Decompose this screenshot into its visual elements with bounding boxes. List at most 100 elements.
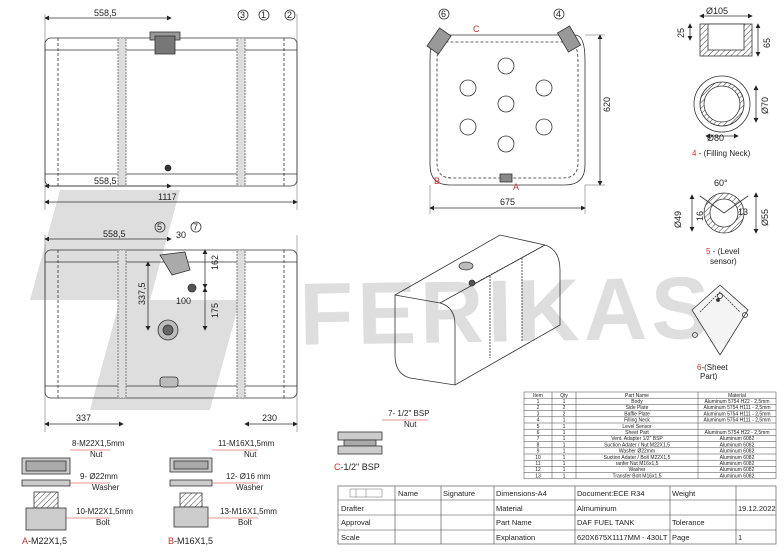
tb-page-value: 1 (738, 533, 742, 542)
parts-table-cell: 7 (537, 436, 540, 442)
sensor-caption-text: - (Level (710, 247, 739, 256)
neck-caption: 4 - (Filling Neck) (692, 149, 751, 158)
sheet-part-detail (691, 284, 749, 356)
neck-dim-d105: Ø105 (706, 6, 728, 16)
parts-table-cell: 1 (563, 436, 566, 442)
fit-b-caption-letter: B (168, 536, 174, 546)
parts-table-cell: Transfer Bolt M16x1,5 (612, 473, 661, 479)
fit-a-caption: A-M22X1,5 (22, 536, 67, 546)
tb-approval: Approval (341, 518, 371, 527)
parts-table-cell: Body (631, 399, 643, 405)
neck-caption-text: - (Filling Neck) (696, 149, 750, 158)
parts-table-cell: 9 (537, 449, 540, 455)
parts-table-cell: Aluminum 6082 (720, 442, 755, 448)
fitting-b (169, 449, 258, 528)
parts-table-cell: Washer (628, 467, 645, 473)
parts-table-cell: Sheet Part (625, 430, 649, 436)
parts-table-cell: Washer Ø22mm (619, 449, 655, 455)
bottom-view (44, 221, 298, 432)
parts-table-header: Material (728, 393, 746, 399)
bottom-dim-162: 162 (210, 255, 220, 270)
parts-table-cell: Aluminum 5754 H111 - 2,5mm (703, 405, 770, 411)
parts-table-cell: Aluminum 6082 (720, 436, 755, 442)
level-sensor-detail (689, 192, 759, 234)
tb-material-value: Almuminum (577, 504, 617, 513)
parts-table-cell: Level Sensor (622, 424, 652, 430)
bottom-marker-5: 5 (157, 222, 162, 232)
side-letter-b: B (434, 176, 440, 186)
bottom-dim-right: 230 (262, 413, 277, 423)
fit-a-washer-label: 9- Ø22mm (80, 472, 118, 481)
parts-table-cell: 1 (563, 399, 566, 405)
fit-a-caption-letter: A (22, 536, 28, 546)
bottom-dim-left: 337 (76, 413, 91, 423)
parts-table-cell: 1 (563, 473, 566, 479)
fit-b-caption-text: -M16X1,5 (174, 536, 213, 546)
parts-table-cell: 12 (535, 467, 541, 473)
front-view-outline (44, 37, 298, 187)
neck-dim-d70: Ø70 (760, 97, 770, 114)
fit-c-caption-letter: C (334, 462, 341, 472)
parts-table-cell: 1 (563, 461, 566, 467)
tb-scale: Scale (341, 533, 360, 542)
sensor-dim-d55: Ø55 (760, 209, 770, 226)
sensor-dim-13: 13 (738, 207, 748, 217)
tb-col-name: Name (398, 489, 418, 498)
sensor-caption-num: 5 (706, 247, 711, 256)
parts-table-cell: 1 (563, 467, 566, 473)
fit-b-bolt-sub: Bolt (238, 518, 253, 527)
sheet-caption: 6-(Sheet (697, 363, 728, 372)
parts-table-cell: Aluminum 5754 H22 - 2,5mm (704, 399, 769, 405)
parts-table-cell: Aluminum 5754 H111 - 2,5mm (703, 411, 770, 417)
fit-a-bolt-sub: Bolt (96, 518, 111, 527)
bottom-dim-top: 558,5 (103, 229, 126, 239)
watermark-text: FERIKAS (299, 258, 715, 364)
fitting-a (21, 449, 110, 531)
parts-table-cell: Suction Adater / Bolt M22X1,5 (604, 455, 671, 461)
neck-caption-num: 4 (692, 149, 697, 158)
tb-material-label: Material (496, 504, 523, 513)
fit-b-nut-label: 11-M16X1,5mm (218, 439, 275, 448)
parts-table-cell: 13 (535, 473, 541, 479)
fit-a-nut-sub: Nut (90, 450, 103, 459)
bottom-marker-7: 7 (193, 222, 198, 232)
parts-table-cell: 1 (563, 442, 566, 448)
neck-dim-25: 25 (676, 28, 686, 38)
watermark: FERIKAS (30, 190, 715, 410)
sheet-caption-line2: Part) (700, 372, 718, 381)
tb-tolerance: Tolerance (672, 518, 705, 527)
parts-table-header: Qty (560, 393, 568, 399)
side-letter-c: C (473, 24, 480, 34)
title-block (337, 485, 777, 545)
fit-a-nut-label: 8-M22X1,5mm (72, 439, 125, 448)
sensor-dim-16: 16 (695, 211, 705, 221)
sensor-dim-d49: Ø49 (673, 211, 683, 228)
parts-table-cell: 1 (563, 455, 566, 461)
parts-table-cell: 6 (537, 430, 540, 436)
bottom-dim-30: 30 (176, 230, 186, 240)
front-marker-3: 3 (240, 10, 245, 20)
parts-table-cell: 2 (537, 405, 540, 411)
neck-dim-d80: Ø80 (707, 133, 724, 143)
parts-table-cell: 2 (563, 405, 566, 411)
parts-table-cell: Side Plate (626, 405, 649, 411)
parts-table-header: Part Name (625, 393, 649, 399)
bottom-dim-100: 100 (176, 296, 191, 306)
tb-part-name-value: DAF FUEL TANK (577, 518, 634, 527)
front-dim-inner: 558,5 (94, 176, 117, 186)
side-dim-width: 675 (500, 197, 515, 207)
side-letter-a: A (513, 182, 519, 192)
parts-table-cell: Aluminum 6082 (720, 461, 755, 467)
neck-dim-65: 65 (762, 38, 772, 48)
sensor-dim-angle: 60° (714, 178, 728, 188)
parts-table-cell: Aluminum 6082 (720, 455, 755, 461)
fit-b-washer-label: 12- Ø16 mm (226, 472, 271, 481)
tb-dimensions: Dimensions-A4 (496, 489, 547, 498)
bottom-dim-175: 175 (210, 303, 220, 318)
iso-view (394, 234, 561, 386)
parts-table-cell: Aluminum 6082 (720, 449, 755, 455)
fit-c-nut-sub: Nut (404, 420, 417, 429)
parts-table-cell: Suction Adater / Nut M22X1,5 (604, 442, 670, 448)
